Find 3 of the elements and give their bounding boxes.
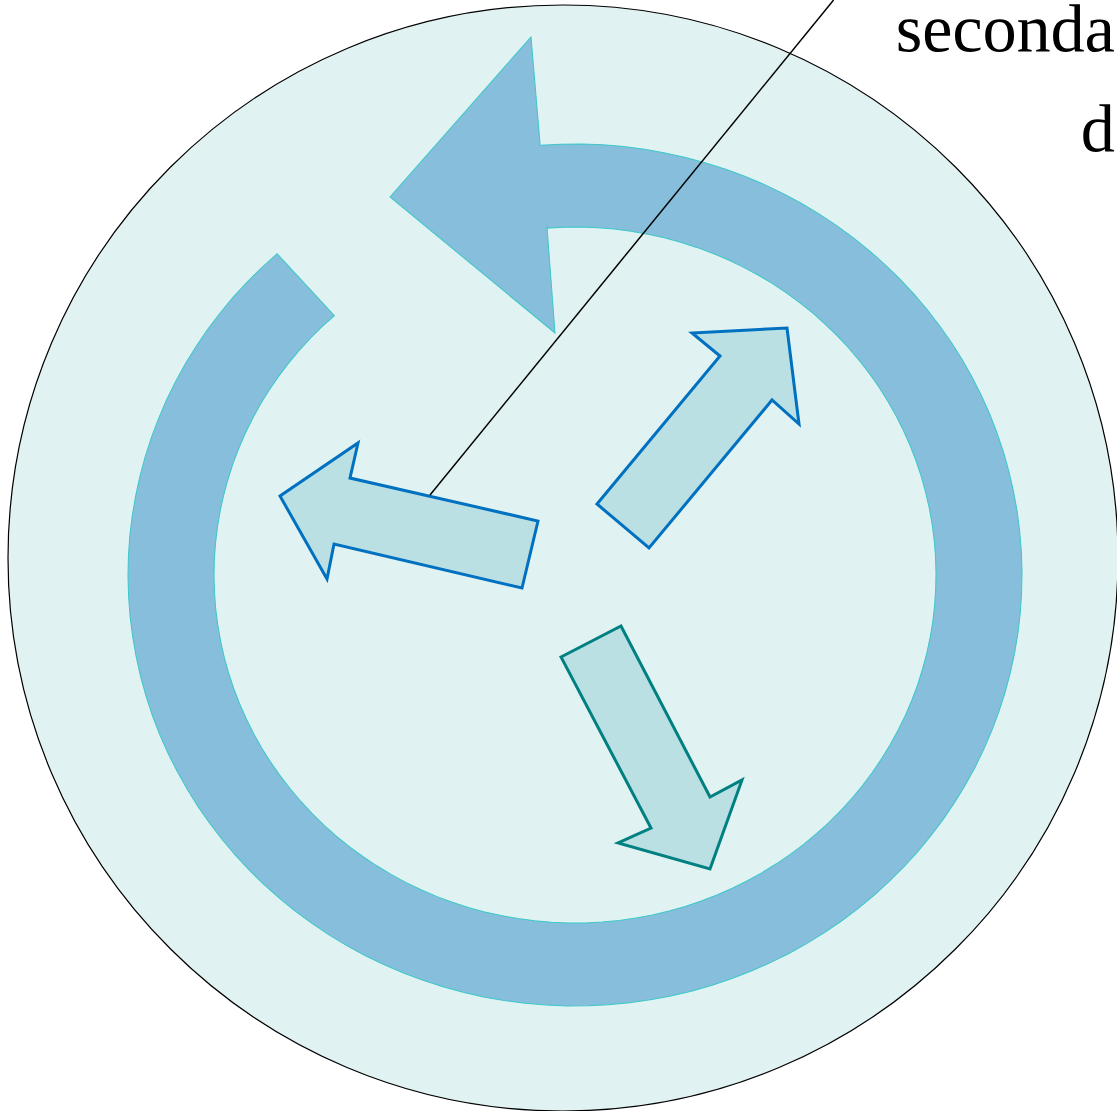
label-text: seconda d bbox=[898, 4, 1114, 153]
leader-line bbox=[429, 0, 835, 496]
arrow-shape bbox=[278, 439, 540, 590]
